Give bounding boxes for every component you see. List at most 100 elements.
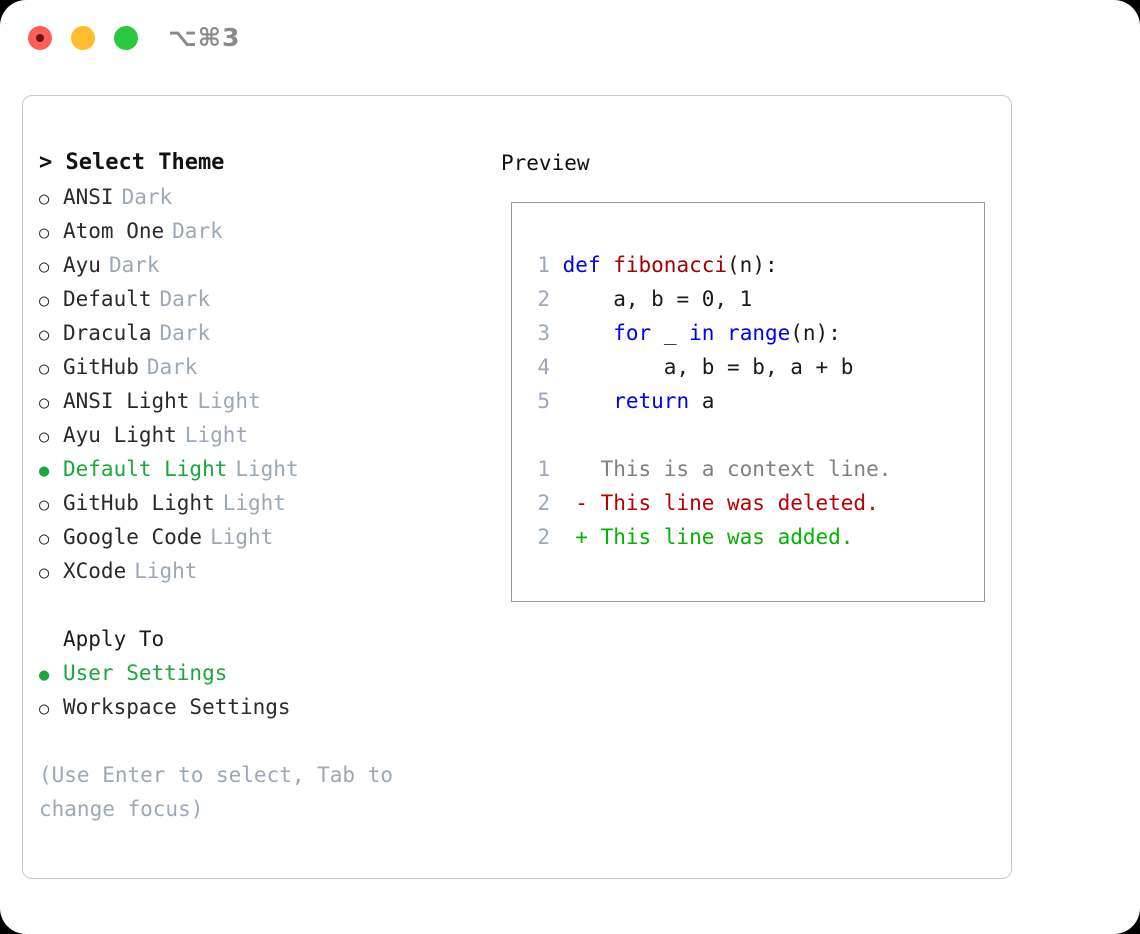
line-number: 1 — [537, 253, 550, 277]
diff-line-number: 1 — [537, 457, 550, 481]
code-line-5: 5 return a — [536, 384, 891, 418]
radio-unselected-icon: ○ — [39, 291, 50, 311]
code-token — [563, 321, 614, 345]
theme-option-label: ANSI Light — [63, 389, 190, 413]
diff-line-3: 2 + This line was added. — [536, 520, 891, 554]
line-number: 3 — [537, 321, 550, 345]
theme-option-9[interactable]: ○ GitHub Light Light — [39, 486, 509, 520]
code-gutter-space — [550, 321, 563, 345]
code-gutter-space — [550, 389, 563, 413]
apply-to-heading: Apply To — [63, 627, 165, 651]
keyboard-shortcut-label: ⌥⌘3 — [168, 23, 241, 52]
code-line-3: 3 for _ in range(n): — [536, 316, 891, 350]
code-token: (n): — [790, 321, 841, 345]
code-gutter-space — [550, 355, 563, 379]
radio-unselected-icon: ○ — [39, 699, 50, 719]
diff-line-text: This is a context line. — [550, 457, 892, 481]
radio-unselected-icon: ○ — [39, 257, 50, 277]
theme-option-label: Default — [63, 287, 152, 311]
theme-variant-tag: Dark — [159, 321, 211, 345]
radio-unselected-icon: ○ — [39, 189, 50, 209]
theme-variant-tag: Light — [184, 423, 249, 447]
code-line-1: 1 def fibonacci(n): — [536, 248, 891, 282]
apply-option-0[interactable]: ● User Settings — [39, 656, 509, 690]
theme-variant-tag: Dark — [172, 219, 223, 243]
line-number: 2 — [537, 287, 550, 311]
theme-option-8[interactable]: ● Default Light Light — [39, 452, 509, 486]
theme-variant-tag: Light — [222, 491, 286, 515]
close-button[interactable] — [28, 26, 52, 50]
radio-unselected-icon: ○ — [39, 359, 50, 379]
code-token: a — [689, 389, 715, 413]
theme-variant-tag: Light — [210, 525, 274, 549]
diff-line-2: 2 - This line was deleted. — [536, 486, 891, 520]
minimize-button[interactable] — [71, 26, 95, 50]
theme-option-2[interactable]: ○ Ayu Dark — [39, 248, 509, 282]
theme-option-label: ANSI — [63, 185, 114, 209]
diff-line-number: 2 — [537, 491, 550, 515]
diff-line-text: - This line was deleted. — [550, 491, 879, 515]
code-token: fibonacci — [613, 253, 728, 277]
theme-option-10[interactable]: ○ Google Code Light — [39, 520, 509, 554]
theme-option-label: Google Code — [63, 525, 203, 549]
diff-line-text: + This line was added. — [550, 525, 854, 549]
theme-variant-tag: Light — [197, 389, 261, 413]
theme-option-label: Dracula — [63, 321, 152, 345]
apply-to-option-list[interactable]: ● User Settings ○Workspace Settings — [39, 656, 509, 724]
code-token: in — [689, 321, 728, 345]
theme-option-label: GitHub Light — [63, 491, 215, 515]
theme-option-label: XCode — [63, 559, 127, 583]
theme-variant-tag: Dark — [121, 185, 173, 209]
theme-variant-tag: Dark — [159, 287, 211, 311]
theme-option-1[interactable]: ○ Atom One Dark — [39, 214, 509, 248]
preview-column: Preview 1 def fibonacci(n):2 a, b = 0, 1… — [501, 146, 1001, 602]
radio-unselected-icon: ○ — [39, 563, 50, 583]
code-token: for — [613, 321, 652, 345]
radio-unselected-icon: ○ — [39, 529, 50, 549]
diff-line-1: 1 This is a context line. — [536, 452, 891, 486]
line-number: 4 — [537, 355, 550, 379]
code-token: return — [613, 389, 690, 413]
theme-option-label: Ayu — [63, 253, 101, 277]
theme-option-3[interactable]: ○ Default Dark — [39, 282, 509, 316]
code-gutter-space — [550, 287, 563, 311]
maximize-button[interactable] — [114, 26, 138, 50]
theme-variant-tag: Dark — [108, 253, 160, 277]
radio-unselected-icon: ○ — [39, 393, 50, 413]
theme-option-label: GitHub — [63, 355, 139, 379]
radio-unselected-icon: ○ — [39, 427, 50, 447]
theme-option-label: Default Light — [63, 457, 228, 481]
diff-line-number: 2 — [537, 525, 550, 549]
line-number: 5 — [537, 389, 550, 413]
code-gutter-space — [550, 253, 563, 277]
theme-option-label: Atom One — [63, 219, 165, 243]
theme-option-6[interactable]: ○ ANSI Light Light — [39, 384, 509, 418]
apply-option-label: User Settings — [63, 661, 228, 685]
code-token: range — [727, 321, 791, 345]
radio-selected-icon: ● — [39, 665, 50, 685]
apply-option-1[interactable]: ○Workspace Settings — [39, 690, 509, 724]
select-theme-heading: > Select Theme — [39, 150, 225, 175]
radio-unselected-icon: ○ — [39, 495, 50, 515]
code-line-4: 4 a, b = b, a + b — [536, 350, 891, 384]
theme-option-0[interactable]: ○ ANSI Dark — [39, 180, 509, 214]
theme-variant-tag: Light — [235, 457, 299, 481]
radio-selected-icon: ● — [39, 461, 50, 481]
code-token: def — [562, 253, 614, 277]
code-token: a, b = b, a + b — [562, 355, 854, 379]
code-blank-line — [536, 418, 891, 452]
window-titlebar: ⌥⌘3 — [0, 0, 1140, 80]
radio-unselected-icon: ○ — [39, 223, 50, 243]
traffic-lights — [28, 26, 138, 50]
preview-heading: Preview — [501, 151, 590, 175]
